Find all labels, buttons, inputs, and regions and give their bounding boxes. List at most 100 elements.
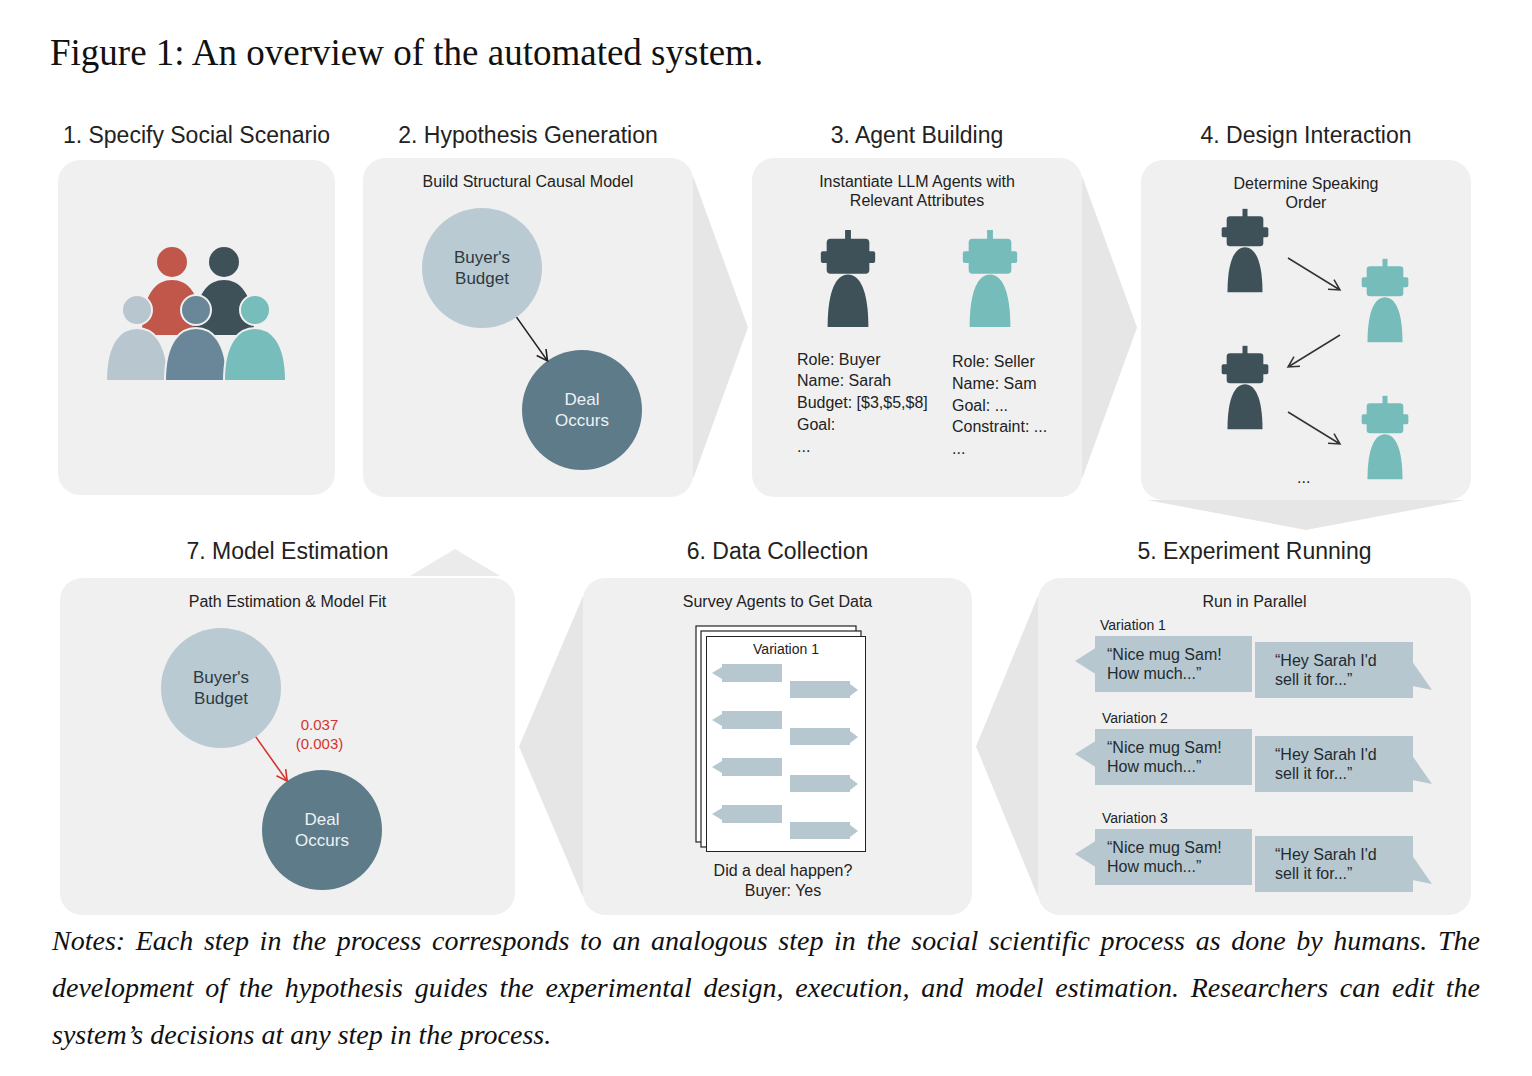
- edge-connector: [517, 317, 548, 361]
- annotation-label: Budget: [$3,$5,$8]: [797, 393, 928, 413]
- bubble-tail: [1413, 756, 1433, 786]
- chat-tail: [712, 761, 722, 773]
- chat-bar: [722, 711, 782, 729]
- variable-name: Deal Occurs: [280, 809, 364, 851]
- edge-connector: [976, 596, 1038, 897]
- circle-shape: [422, 208, 542, 328]
- bubble-text: “Hey Sarah I'd sell it for...”: [1275, 845, 1403, 883]
- bubble-tail: [1075, 741, 1095, 771]
- robot-icon: [1362, 259, 1409, 342]
- flow-wedge: [1147, 500, 1465, 530]
- step-heading: 2. Hypothesis Generation: [398, 118, 658, 152]
- flow-wedge: [1082, 176, 1137, 479]
- person-head: [181, 295, 211, 325]
- annotation-text: Goal: ...: [952, 396, 1008, 416]
- annotation-text: Role: Buyer: [797, 350, 881, 370]
- annotation-label: Role: Buyer: [797, 350, 881, 370]
- speech-bubble: “Hey Sarah I'd sell it for...”: [1255, 736, 1413, 792]
- flow-wedge: [693, 176, 748, 479]
- chat-bar: [722, 805, 782, 823]
- chat-bar: [722, 758, 782, 776]
- chat-bar: [790, 822, 850, 839]
- edge-connector: [693, 176, 748, 479]
- circle-fill: [262, 770, 382, 890]
- chat-tail: [850, 778, 858, 790]
- step-panel: 7. Model Estimation Path Estimation & Mo…: [60, 534, 515, 915]
- person-head: [240, 295, 270, 325]
- annotation-label: Did a deal happen? Buyer: Yes: [693, 861, 873, 901]
- transcript-sheet: Variation 1: [706, 636, 866, 852]
- panel-box: [58, 160, 335, 495]
- bubble-text: “Nice mug Sam! How much...”: [1107, 738, 1242, 776]
- step-heading-row: 2. Hypothesis Generation: [363, 118, 693, 158]
- annotation-text: ...: [1297, 468, 1310, 488]
- annotation-label: Constraint: ...: [952, 417, 1047, 437]
- figure-caption-text: Notes: Each step in the process correspo…: [52, 917, 1480, 1058]
- annotation-label: Goal:: [797, 415, 835, 435]
- edge-connector: [256, 737, 287, 781]
- step-panel: 6. Data Collection Survey Agents to Get …: [583, 534, 972, 915]
- sheet-title: Variation 1: [707, 637, 865, 657]
- turn-arrow: [1288, 258, 1340, 290]
- chat-bar: [790, 728, 850, 745]
- person-head: [209, 247, 239, 277]
- chat-tail: [712, 714, 722, 726]
- annotation-label: Variation 1: [1100, 616, 1166, 634]
- circle-fill: [422, 208, 542, 328]
- person-body: [165, 328, 227, 381]
- causal-arrow: [517, 317, 548, 361]
- person-body: [106, 328, 168, 381]
- chat-bar: [790, 775, 850, 792]
- annotation-text: Budget: [$3,$5,$8]: [797, 393, 928, 413]
- flow-wedge: [519, 596, 583, 897]
- causal-arrow: [256, 737, 287, 781]
- bubble-text: “Hey Sarah I'd sell it for...”: [1275, 745, 1403, 783]
- variable-circle: Buyer's Budget: [161, 628, 281, 748]
- annotation-text: Variation 1: [1100, 616, 1166, 634]
- annotation-label: Name: Sam: [952, 374, 1036, 394]
- chat-bar: [722, 664, 782, 682]
- chat-tail: [712, 667, 722, 679]
- variable-name: Buyer's Budget: [179, 667, 263, 709]
- speech-bubble: “Nice mug Sam! How much...”: [1095, 636, 1252, 692]
- annotation-label: Goal: ...: [952, 396, 1008, 416]
- circle-shape: [161, 628, 281, 748]
- annotation-text: Variation 2: [1102, 709, 1168, 727]
- bubble-tail-shape: [1075, 741, 1096, 767]
- step-heading-row: 7. Model Estimation: [60, 534, 515, 578]
- annotation-label: Name: Sarah: [797, 371, 891, 391]
- edge-connector: [519, 596, 583, 897]
- annotation-text: Variation 3: [1102, 809, 1168, 827]
- annotation-text: ...: [952, 439, 965, 459]
- panel-subtitle: Determine Speaking Order: [1221, 160, 1391, 212]
- variable-name: Buyer's Budget: [440, 247, 524, 289]
- step-panel: 4. Design Interaction Determine Speaking…: [1141, 118, 1471, 500]
- annotation-text: Constraint: ...: [952, 417, 1047, 437]
- chat-bars: [712, 664, 858, 839]
- variable-circle: Deal Occurs: [522, 350, 642, 470]
- step-heading: 1. Specify Social Scenario: [63, 118, 330, 152]
- annotation-text: Name: Sam: [952, 374, 1036, 394]
- chat-tail: [850, 825, 858, 837]
- edge-connector: [1082, 176, 1137, 479]
- annotation-label: ...: [952, 439, 965, 459]
- turn-arrows: [1288, 258, 1340, 444]
- step-heading-row: 5. Experiment Running: [1038, 534, 1471, 578]
- annotation-label: ...: [797, 437, 810, 457]
- bubble-tail: [1413, 662, 1433, 692]
- chat-bar: [790, 681, 850, 698]
- bubble-tail: [1413, 856, 1433, 886]
- bubble-text: “Nice mug Sam! How much...”: [1107, 645, 1242, 683]
- circle-shape: [522, 350, 642, 470]
- bubble-text: “Hey Sarah I'd sell it for...”: [1275, 651, 1403, 689]
- step-heading: 5. Experiment Running: [1138, 534, 1372, 568]
- person-body: [224, 328, 286, 381]
- step-heading-row: 6. Data Collection: [583, 534, 972, 578]
- variable-name: Deal Occurs: [540, 389, 624, 431]
- step-heading-row: 4. Design Interaction: [1141, 118, 1471, 160]
- panel-subtitle: Instantiate LLM Agents with Relevant Att…: [807, 158, 1027, 210]
- step-panel: 1. Specify Social Scenario: [58, 118, 335, 495]
- circle-fill: [522, 350, 642, 470]
- figure-title: Figure 1: An overview of the automated s…: [50, 30, 1490, 76]
- circle-shape: [262, 770, 382, 890]
